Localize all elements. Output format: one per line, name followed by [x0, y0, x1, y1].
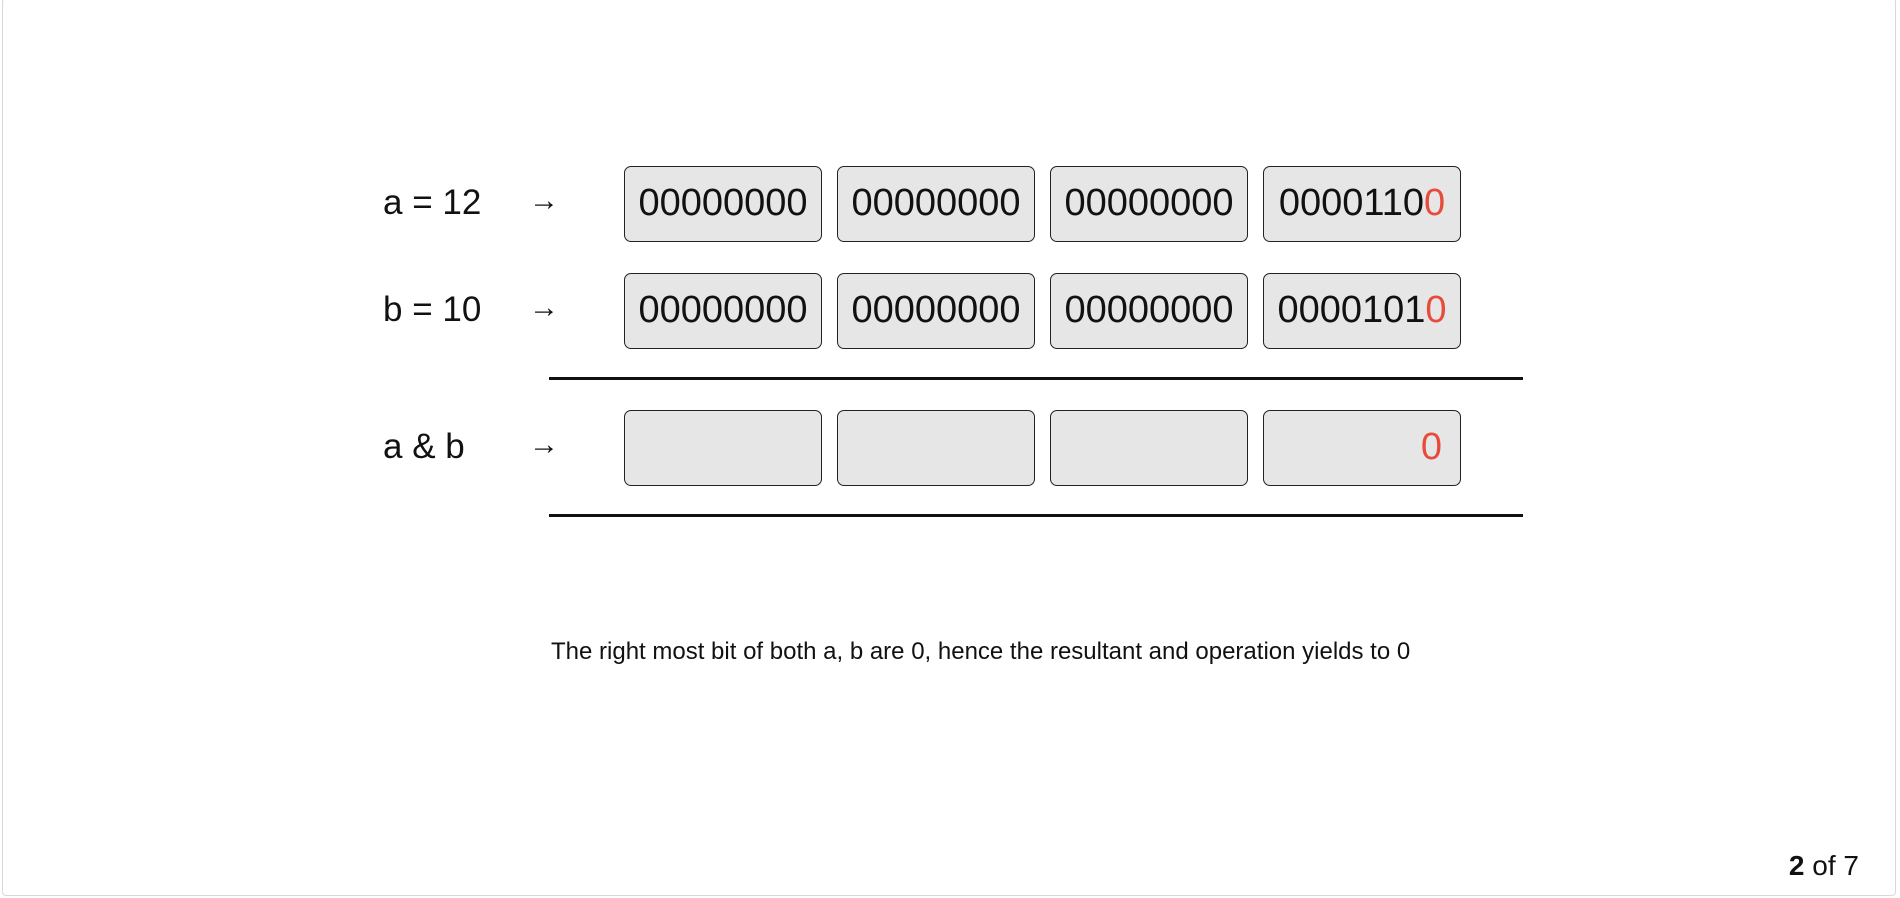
byte-box-a-0: 00000000 — [624, 166, 822, 242]
highlight-bit-result: 0 — [1420, 426, 1442, 468]
byte-box-result-1 — [837, 410, 1035, 486]
row-label-a: a = 12 — [383, 183, 482, 222]
row-label-b: b = 10 — [383, 290, 482, 329]
byte-box-a-2: 00000000 — [1050, 166, 1248, 242]
arrow-result: → — [529, 428, 559, 461]
byte-box-result-0 — [624, 410, 822, 486]
arrow-b: → — [529, 291, 559, 324]
current-slide: 2 — [1788, 850, 1805, 881]
byte-box-a-1: 00000000 — [837, 166, 1035, 242]
row-label-result: a & b — [383, 427, 465, 466]
byte-box-b-1: 00000000 — [837, 273, 1035, 349]
divider-top — [549, 377, 1523, 380]
byte-box-result-3: 0 — [1263, 410, 1461, 486]
byte-bits-b-3: 0000101 — [1277, 289, 1426, 331]
byte-box-b-2: 00000000 — [1050, 273, 1248, 349]
slide-counter-separator: of — [1804, 850, 1844, 881]
byte-box-result-2 — [1050, 410, 1248, 486]
highlight-bit-b: 0 — [1425, 289, 1447, 331]
slide-counter: 2 of 7 — [1789, 849, 1859, 883]
total-slides: 7 — [1843, 850, 1859, 881]
byte-bits-a-3: 0000110 — [1278, 182, 1424, 224]
explanation-caption: The right most bit of both a, b are 0, h… — [551, 638, 1411, 665]
byte-box-a-3: 00001100 — [1263, 166, 1461, 242]
byte-box-b-3: 00001010 — [1263, 273, 1461, 349]
divider-bottom — [549, 514, 1523, 517]
arrow-a: → — [529, 184, 559, 217]
highlight-bit-a: 0 — [1423, 182, 1446, 224]
byte-box-b-0: 00000000 — [624, 273, 822, 349]
